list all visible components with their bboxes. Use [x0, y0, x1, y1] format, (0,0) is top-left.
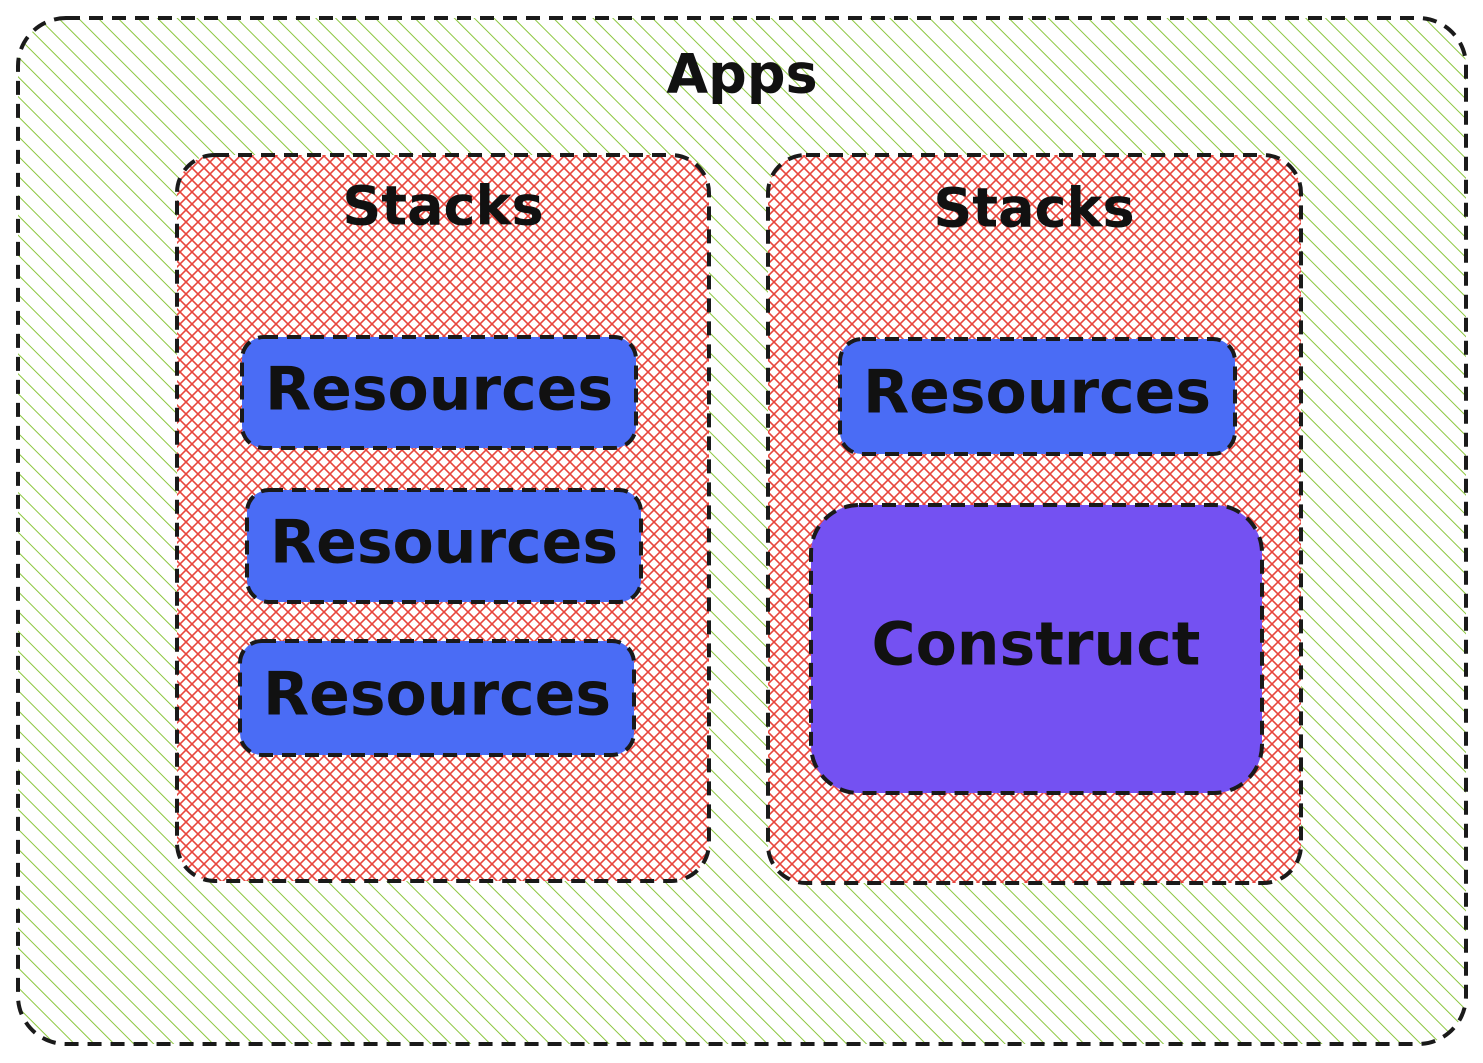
stack-1-resource-3: Resources — [238, 639, 636, 757]
resource-label: Resources — [863, 358, 1211, 428]
stack-2-resource-1: Resources — [838, 337, 1237, 456]
stack-1: Stacks Resources Resources Resources — [175, 153, 711, 883]
apps-label: Apps — [666, 43, 817, 106]
construct-label: Construct — [872, 610, 1201, 680]
stack-2: Stacks Resources Construct — [766, 153, 1303, 885]
resource-label: Resources — [270, 508, 618, 578]
stack-1-resource-2: Resources — [245, 488, 643, 604]
stack-2-construct: Construct — [809, 503, 1264, 795]
resource-label: Resources — [263, 660, 611, 730]
stack-1-label: Stacks — [342, 175, 543, 238]
stack-1-resource-1: Resources — [240, 335, 638, 450]
resource-label: Resources — [265, 355, 613, 425]
stack-2-label: Stacks — [933, 177, 1134, 240]
